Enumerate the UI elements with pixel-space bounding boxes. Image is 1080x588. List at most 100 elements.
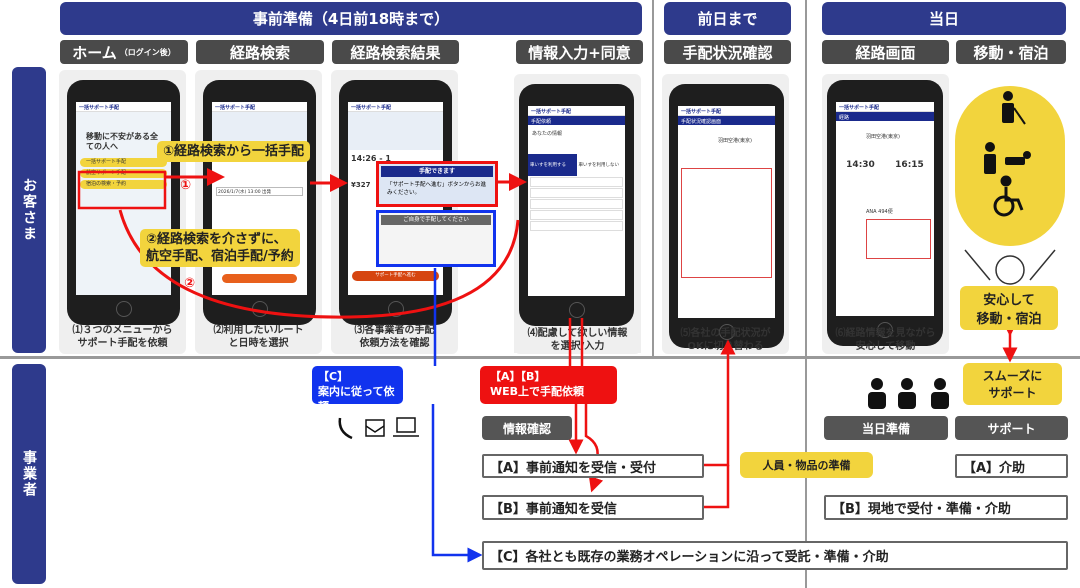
request-line: 案内に従って依頼 [318,385,395,413]
app-header: 一括サポート手配 [528,106,625,116]
caption-2: ⑵利用したいルートと日時を選択 [195,324,322,350]
smooth-line: サポート [988,386,1037,400]
self-arrange-popup: ご自身で手配してください [376,210,496,267]
info-question: あなたの情報 [532,131,563,137]
accessibility-pill [955,86,1065,246]
hero-image [348,112,443,150]
caption-line: 依頼方法を確認 [359,338,430,349]
red-arrow-status [704,339,736,467]
app-header: 一括サポート手配 [76,102,171,112]
option-row[interactable] [530,199,623,209]
date-field[interactable]: 2026/1/7(水) 13:00 出発 [216,187,303,196]
request-line: 【A】【B】 [490,370,546,383]
caption-4: ⑷配慮して欲しい情報を選択/入力 [514,327,641,353]
callout-line: 航空手配、宿泊手配/予約 [146,249,294,264]
relax-box: 安心して移動・宿泊 [960,286,1058,330]
info-screen: 一括サポート手配 手配依頼 あなたの情報 車いすを利用する 車いすを利用しない [528,106,625,296]
marker-2: ② [184,276,196,291]
phone-info: 一括サポート手配 手配依頼 あなたの情報 車いすを利用する 車いすを利用しない [519,84,634,326]
callout-direct: ②経路検索を介さずに、航空手配、宿泊手配/予約 [140,229,300,267]
result-time: 14:26 - 1 [351,154,391,163]
step-route: 経路画面 [822,40,949,64]
home-menu-highlight [77,170,167,210]
request-ab-box: 【A】【B】 WEB上で手配依頼 [480,366,617,404]
info-check-label: 情報確認 [482,416,572,440]
can-arrange-message: 「サポート手配へ進む」ボタンからお進みください。 [387,182,487,196]
phone-status: 一括サポート手配 手配状況確認画面 羽田空港(東京) [669,84,784,348]
result-price: ¥327 [351,181,371,189]
cane-user-icon [1002,91,1026,125]
can-arrange-popup: 手配できます 「サポート手配へ進む」ボタンからお進みください。 [376,161,498,207]
lane-operator: 事業者 [12,364,46,584]
wheelchair-no[interactable]: 車いすを利用しない [578,163,620,168]
app-header: 一括サポート手配 [678,106,775,116]
lane-customer: お客さま [12,67,46,353]
a-assist-box: 【A】介助 [955,454,1068,478]
airport: 羽田空港(東京) [718,138,752,144]
callout-bulk: ①経路検索から一括手配 [157,141,311,162]
support-label: サポート [955,416,1068,440]
callout-line: ②経路検索を介さずに、 [146,232,287,247]
flight: ANA 494便 [866,209,893,215]
status-title: 手配状況確認画面 [678,116,775,125]
step-label: ホーム [72,43,117,62]
departure-time: 14:30 [846,160,875,170]
operator-message [681,168,772,278]
option-row[interactable] [530,221,623,231]
home-button [115,301,132,317]
home-button [568,302,585,318]
request-line: 【C】 [318,370,349,383]
caption-line: ⑹経路情報を見ながら [835,328,936,339]
option-row[interactable] [530,177,623,187]
laptop-icon [393,417,419,437]
staff-prep-box: 人員・物品の準備 [740,452,873,478]
caption-line: ⑸各社の手配状況が [680,328,771,339]
caption-line: サポート手配を依頼 [77,338,168,349]
route-title: 経路 [836,112,934,121]
staff-icon [868,378,949,409]
airport: 羽田空港(東京) [866,134,900,140]
happy-person-icon [964,249,1056,285]
phone-icon [338,417,353,440]
wheelchair-icon [993,175,1024,217]
phase-prep: 事前準備（4日前18時まで） [60,2,642,35]
status-screen: 一括サポート手配 手配状況確認画面 羽田空港(東京) [678,106,775,318]
arrival-time: 16:15 [895,160,924,170]
lane-divider [0,356,1080,359]
caption-6: ⑹経路情報を見ながら安心して移動 [822,327,949,353]
menu-bulk[interactable]: 一括サポート手配 [80,158,167,167]
search-button[interactable] [222,274,297,283]
step-result: 経路検索結果 [332,40,459,64]
caption-line: 安心して移動 [855,341,916,352]
app-header: 一括サポート手配 [212,102,307,112]
phase-sameday: 当日 [822,2,1066,35]
option-row[interactable] [530,188,623,198]
menu-hotel[interactable]: 宿泊の検索・予約 [80,180,167,189]
marker-1: ① [180,178,192,193]
relax-line: 移動・宿泊 [976,312,1042,327]
caption-3: ⑶各事業者の手配依頼方法を確認 [331,324,458,350]
request-c-box: 【C】案内に従って依頼 [312,366,403,413]
a-receive-box: 【A】事前通知を受信・受付 [482,454,704,478]
self-arrange-title: ご自身で手配してください [381,215,491,225]
request-line: WEB上で手配依頼 [490,385,585,398]
info-title: 手配依頼 [528,116,625,125]
blue-arrow-c [431,404,483,563]
phase-divider [805,0,807,588]
phase-daybefore: 前日まで [664,2,791,35]
b-assist-box: 【B】現地で受付・準備・介助 [824,495,1068,520]
proceed-button[interactable]: サポート手配へ進む [352,271,439,281]
can-arrange-title: 手配できます [381,166,493,177]
caption-line: ⑶各事業者の手配 [354,325,435,336]
option-row[interactable] [530,210,623,220]
c-all-box: 【C】各社とも既存の業務オペレーションに沿って受託・準備・介助 [482,541,1068,570]
smooth-line: スムーズに [982,369,1043,383]
step-status: 手配状況確認 [664,40,791,64]
smooth-support-box: スムーズにサポート [963,363,1062,405]
wheelchair-yes[interactable]: 車いすを利用する [528,154,577,176]
step-info: 情報入力+同意 [516,40,643,64]
step-sub: （ログイン後） [119,47,176,57]
